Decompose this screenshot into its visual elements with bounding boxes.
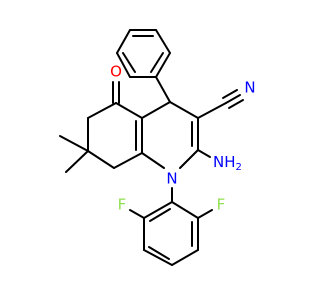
ring-nitrogen-label: N (166, 170, 177, 188)
bond (87, 102, 117, 119)
bond (155, 76, 171, 103)
amino-subscript: 2 (236, 162, 242, 173)
nitrile-nitrogen-label: N (244, 79, 255, 97)
amino-nh: NH (213, 153, 236, 171)
difluorophenyl-ring (143, 201, 199, 266)
nitrile-triple-bond (228, 99, 244, 109)
nitrile-triple-bond (225, 94, 241, 104)
bond (155, 29, 171, 54)
bond (87, 150, 115, 169)
fluorine-right-label: F (217, 196, 226, 214)
methyl-bond (65, 150, 89, 173)
nitrile-bond (197, 102, 227, 119)
bond (141, 101, 171, 119)
bond (143, 249, 173, 266)
oxygen-label: O (110, 63, 122, 81)
dihydropyridine-ring (135, 101, 199, 169)
molecule-drawing: O N N NH2 F F (59, 29, 256, 266)
bond (179, 149, 199, 169)
bond (171, 201, 199, 219)
cyclohexenone-ring (87, 102, 143, 169)
fluorine-left-label: F (118, 196, 127, 214)
bond (141, 152, 165, 169)
bond (149, 208, 171, 222)
bond (122, 52, 136, 73)
bond (143, 201, 173, 219)
bond (116, 29, 131, 54)
bond (115, 102, 143, 119)
bond (150, 52, 164, 73)
methyl-bond (59, 135, 89, 152)
bond (155, 52, 171, 78)
phenyl-ring (116, 29, 171, 78)
bond (116, 52, 131, 78)
nitrile-triple-bond (222, 89, 238, 99)
structure-canvas: O N N NH2 F F (59, 29, 256, 266)
amino-label: NH2 (213, 153, 242, 174)
amino-bond (197, 149, 211, 158)
fluorine-bond (197, 209, 213, 219)
bond (169, 101, 199, 119)
fluorine-bond (129, 209, 145, 219)
bond (171, 249, 199, 266)
bond (148, 246, 170, 260)
bond (113, 152, 143, 169)
